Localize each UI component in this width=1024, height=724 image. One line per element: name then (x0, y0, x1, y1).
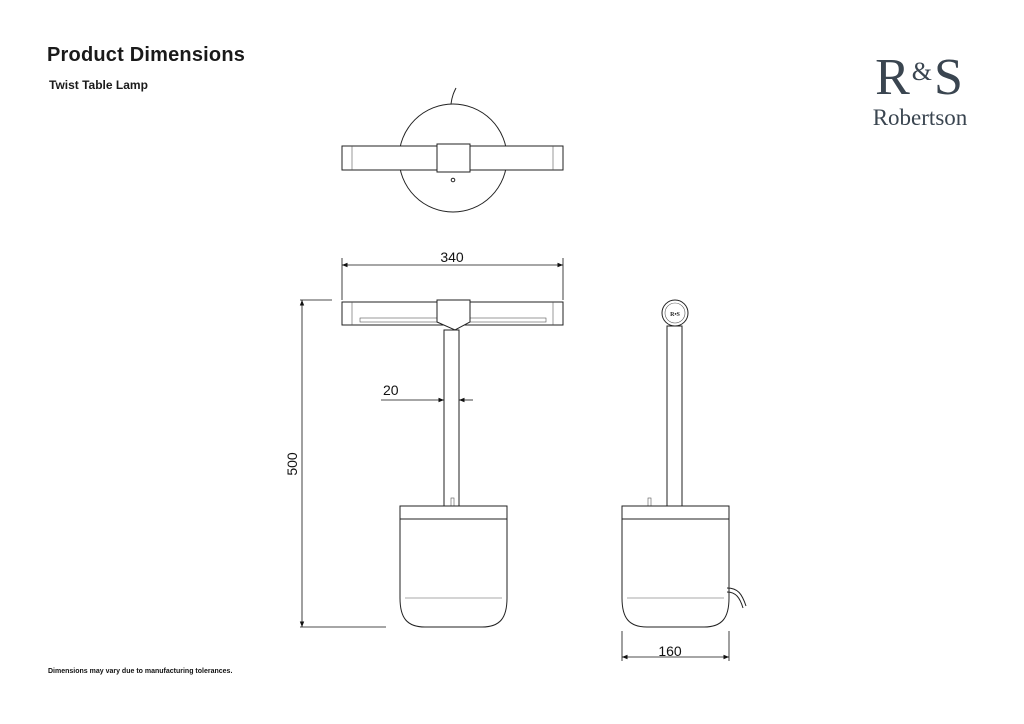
side-cable-inner (726, 591, 744, 609)
side-base-body (621, 519, 730, 628)
front-view (341, 299, 564, 628)
logo-letter-s: S (934, 49, 965, 106)
page-title: Product Dimensions (47, 44, 246, 66)
side-stem (666, 325, 683, 507)
side-cable-outer (726, 587, 747, 607)
height-label: 500 (284, 452, 300, 476)
dimension-stem: 20 (381, 382, 473, 403)
front-stem (443, 329, 460, 507)
top-view-hub (436, 143, 471, 173)
side-head-disc-inner (664, 302, 686, 324)
stem-label: 20 (383, 382, 399, 398)
side-head-disc (661, 299, 689, 327)
width-label: 340 (440, 249, 464, 265)
front-base-top (399, 505, 508, 520)
dimension-base: 160 (621, 631, 730, 661)
top-view-cable (450, 87, 457, 105)
side-base-top (621, 505, 730, 520)
top-view-switch (450, 177, 456, 183)
tolerance-footnote: Dimensions may vary due to manufacturing… (48, 668, 233, 675)
side-head-badge: R•S (670, 312, 680, 318)
brand-logo: R&S Robertson (858, 46, 982, 130)
dimension-height: 500 (284, 299, 386, 628)
base-label: 160 (658, 643, 682, 659)
side-view: R•S (621, 299, 747, 628)
side-switch (647, 497, 652, 507)
logo-monogram: R&S (858, 46, 982, 104)
front-hub (436, 299, 471, 331)
top-view (341, 87, 564, 213)
front-stem-switch (450, 497, 455, 507)
logo-letter-r: R (875, 49, 912, 106)
page-subtitle: Twist Table Lamp (49, 78, 148, 92)
logo-wordmark: Robertson (872, 105, 968, 130)
logo-ampersand: & (911, 57, 934, 86)
front-base-body (399, 519, 508, 628)
dimension-width: 340 (341, 249, 564, 300)
